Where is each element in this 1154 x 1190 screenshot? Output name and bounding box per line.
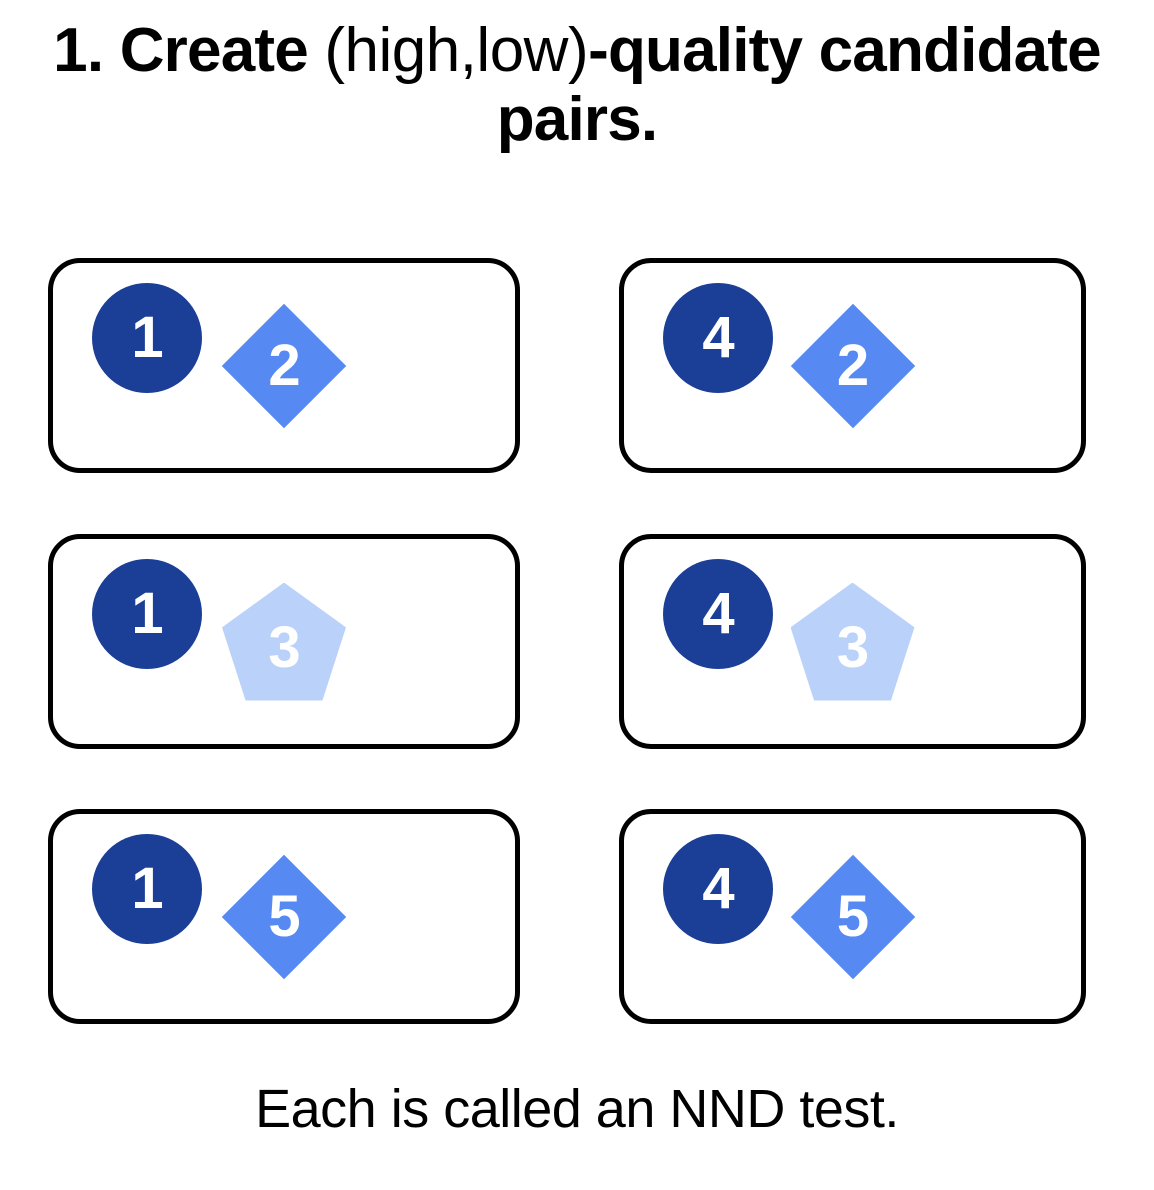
page-title: 1. Create (high,low)-quality candidate p…: [0, 16, 1154, 155]
caption-text: Each is called an NND test.: [255, 1079, 899, 1139]
candidate-pair-grid: 1 2 4 2 1: [0, 258, 1154, 1028]
candidate-label: 5: [268, 884, 300, 949]
anchor-circle-icon: 1: [92, 834, 202, 944]
pentagon-shape: [53, 539, 515, 744]
candidate-pentagon-icon: 3: [53, 539, 346, 701]
anchor-circle-icon: 1: [92, 283, 202, 393]
card-pair-4-5[interactable]: 4 5: [619, 809, 1086, 1024]
anchor-circle-icon: 4: [663, 834, 773, 944]
card-pair-1-3[interactable]: 1 3: [48, 534, 520, 749]
anchor-label: 4: [702, 581, 734, 646]
candidate-label: 3: [268, 615, 300, 680]
card-pair-4-3[interactable]: 4 3: [619, 534, 1086, 749]
candidate-diamond-icon: 2: [53, 263, 347, 428]
candidate-label: 5: [836, 884, 869, 949]
anchor-label: 4: [702, 856, 734, 921]
candidate-diamond-icon: 2: [624, 263, 915, 428]
candidate-pentagon-icon: 3: [624, 539, 915, 701]
card-pair-4-2[interactable]: 4 2: [619, 258, 1086, 473]
anchor-label: 4: [702, 305, 734, 370]
anchor-label: 1: [131, 581, 163, 646]
candidate-diamond-icon: 5: [53, 814, 347, 979]
candidate-label: 2: [268, 333, 300, 398]
candidate-label: 3: [836, 615, 869, 680]
anchor-circle-icon: 4: [663, 559, 773, 669]
title-prefix: 1. Create: [53, 16, 325, 85]
title-suffix: -quality candidate pairs.: [496, 16, 1102, 155]
card-pair-1-2[interactable]: 1 2: [48, 258, 520, 473]
candidate-label: 2: [836, 333, 869, 398]
anchor-label: 1: [131, 856, 163, 921]
title-emphasis: (high,low): [324, 16, 589, 85]
anchor-circle-icon: 1: [92, 559, 202, 669]
anchor-circle-icon: 4: [663, 283, 773, 393]
card-pair-1-5[interactable]: 1 5: [48, 809, 520, 1024]
anchor-label: 1: [131, 305, 163, 370]
candidate-diamond-icon: 5: [624, 814, 915, 979]
pentagon-shape: [624, 539, 1081, 744]
